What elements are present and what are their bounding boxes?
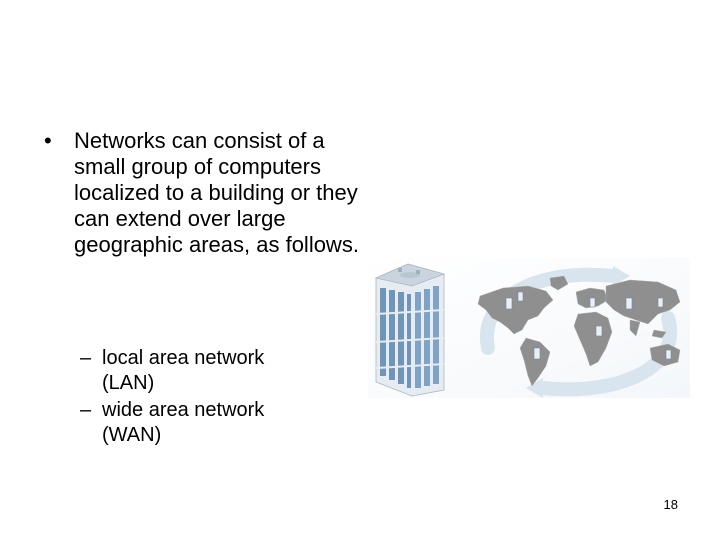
dash-marker: – (80, 399, 92, 421)
list-item-text: wide area network (WAN) (102, 399, 265, 446)
building-marker (665, 349, 672, 360)
office-building (374, 263, 446, 397)
page-number: 18 (663, 497, 678, 512)
bullet-text: Networks can consist of a small group of… (74, 128, 359, 257)
network-illustration (368, 258, 690, 398)
building-marker (657, 297, 664, 308)
location-markers (505, 291, 672, 360)
building-marker (505, 297, 513, 310)
building-marker (589, 297, 596, 308)
sub-bullet-list: – local area network (LAN) – wide area n… (80, 346, 340, 450)
building-marker (533, 347, 541, 360)
bullet-row: • Networks can consist of a small group … (40, 128, 360, 258)
bullet-marker: • (44, 128, 52, 153)
list-item: – local area network (LAN) (80, 346, 340, 396)
dash-marker: – (80, 347, 92, 369)
building-marker (625, 297, 633, 310)
list-item-text: local area network (LAN) (102, 347, 265, 394)
list-item: – wide area network (WAN) (80, 398, 340, 448)
building-marker (595, 325, 603, 337)
world-map (477, 275, 681, 387)
main-bullet: • Networks can consist of a small group … (40, 128, 360, 258)
arrow-head (526, 378, 543, 398)
arrow-head (613, 266, 630, 286)
building-marker (517, 291, 524, 302)
